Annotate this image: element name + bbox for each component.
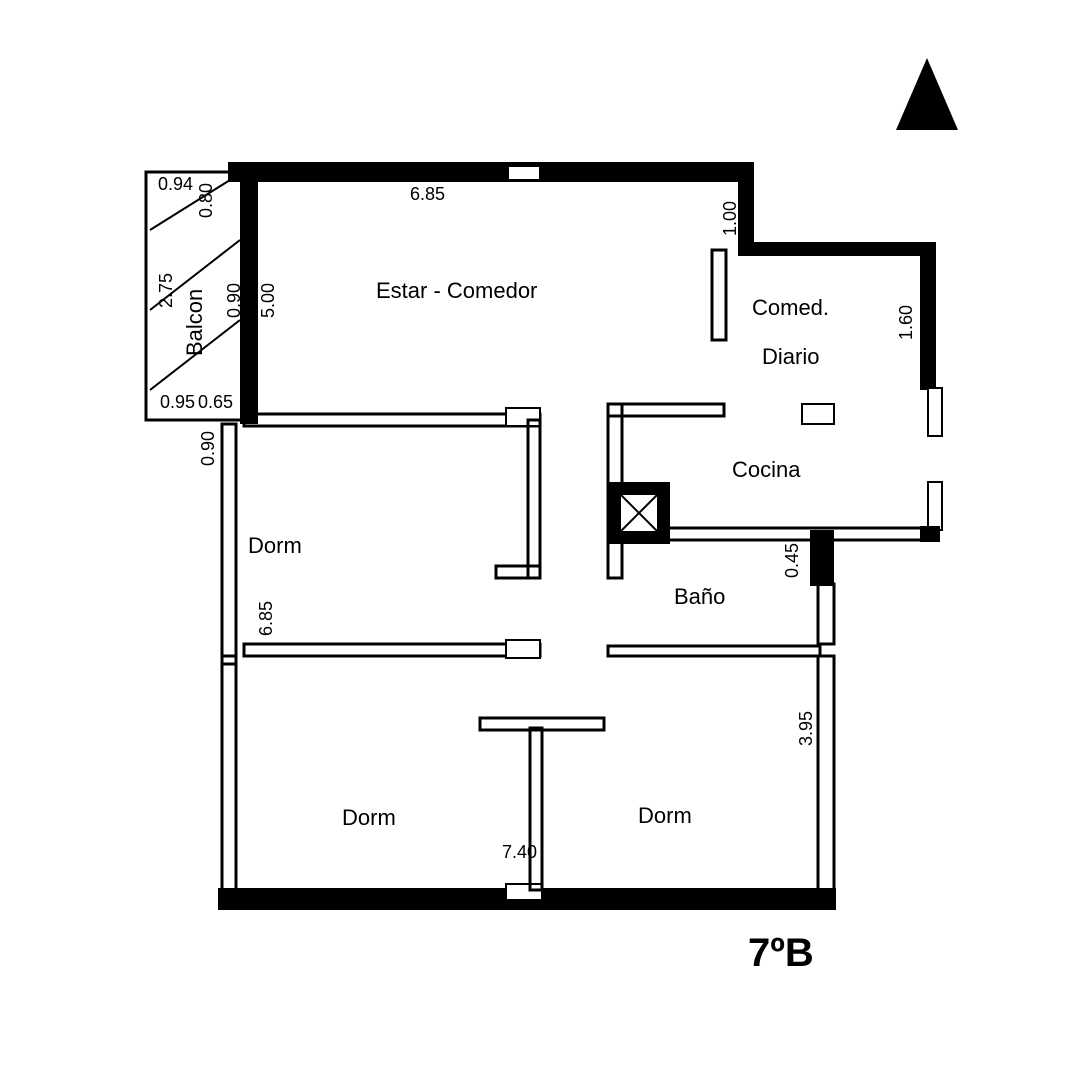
room-label-dorm-bottom-right: Dorm bbox=[638, 803, 692, 828]
estar-dorm-wall bbox=[242, 412, 542, 428]
kitchen-step-wall bbox=[738, 162, 754, 252]
dim-balcon-top2: 0.80 bbox=[196, 183, 216, 218]
bedroom-partition bbox=[528, 726, 544, 892]
dorm-left-door bbox=[505, 639, 541, 659]
north-arrow-icon bbox=[896, 58, 958, 130]
dim-estar-height: 5.00 bbox=[258, 283, 278, 318]
diario-right-window bbox=[927, 387, 943, 437]
dim-diario-height: 1.60 bbox=[896, 305, 916, 340]
cocina-window bbox=[801, 403, 835, 425]
dim-balcon-side: 0.90 bbox=[198, 431, 218, 466]
dorm-left-bottom-wall bbox=[242, 642, 542, 658]
dim-balcon-bottom: 0.95 bbox=[160, 392, 195, 412]
bedrooms-left-wall bbox=[220, 654, 238, 894]
dorm-left-outer-wall bbox=[220, 422, 238, 666]
dorm-left-closet bbox=[494, 564, 542, 580]
dim-kitchen-step: 1.00 bbox=[720, 201, 740, 236]
bedrooms-right-wall bbox=[816, 654, 836, 894]
bano-bottom-wall bbox=[606, 644, 822, 658]
dim-top-width: 6.85 bbox=[410, 184, 445, 204]
balcon bbox=[144, 170, 246, 422]
cocina-right-corner bbox=[920, 526, 940, 542]
top-wall bbox=[228, 162, 754, 182]
top-window bbox=[507, 165, 541, 181]
bano-right-window bbox=[816, 582, 836, 646]
room-label-comed: Comed. bbox=[752, 295, 829, 320]
balcon-hatch bbox=[149, 239, 241, 311]
diario-left-wall bbox=[710, 248, 728, 342]
room-label-cocina: Cocina bbox=[732, 457, 801, 482]
balcon-hatch bbox=[149, 319, 241, 391]
cocina-bottom-wall bbox=[658, 526, 924, 542]
unit-label: 7ºB bbox=[748, 931, 814, 975]
corridor-top-wall bbox=[606, 402, 726, 418]
dim-balcon-top: 0.94 bbox=[158, 174, 193, 194]
diario-top-wall bbox=[738, 242, 936, 256]
room-label-dorm-left: Dorm bbox=[248, 533, 302, 558]
room-label-estar: Estar - Comedor bbox=[376, 278, 537, 303]
cocina-right-window bbox=[927, 481, 943, 531]
room-label-dorm-bottom-left: Dorm bbox=[342, 805, 396, 830]
room-label-diario: Diario bbox=[762, 344, 819, 369]
room-label-balcon: Balcon bbox=[182, 289, 207, 356]
room-label-bano: Baño bbox=[674, 584, 725, 609]
dorm-left-partition bbox=[526, 418, 542, 580]
dim-balcon-length: 2.75 bbox=[156, 273, 176, 308]
bano-right-wall bbox=[810, 530, 834, 586]
shaft-cross bbox=[619, 493, 659, 533]
diario-right-wall bbox=[920, 242, 936, 390]
dim-bedrooms-height: 3.95 bbox=[796, 711, 816, 746]
dim-bano-door: 0.45 bbox=[782, 543, 802, 578]
dim-balcon-inner: 0.90 bbox=[224, 283, 244, 318]
bottom-window bbox=[505, 883, 543, 901]
balcon-hatch bbox=[149, 179, 231, 231]
dim-balcon-bottom2: 0.65 bbox=[198, 392, 233, 412]
estar-dorm-door bbox=[505, 407, 541, 427]
dim-bottom-width: 7.40 bbox=[502, 842, 537, 862]
dim-dorm-left-height: 6.85 bbox=[256, 601, 276, 636]
